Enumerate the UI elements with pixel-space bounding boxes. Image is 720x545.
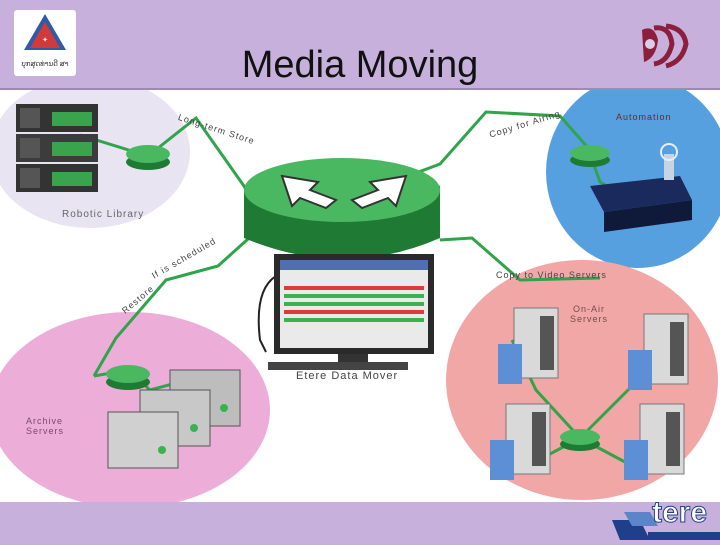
archive-servers-label: Archive Servers xyxy=(26,416,64,436)
on-air-servers-label: On-Air Servers xyxy=(570,304,608,324)
router-icon-onair xyxy=(560,429,600,451)
logo-caption: ບຸກສຸດທ່ານດີ ສາ xyxy=(21,61,69,68)
robotic-library-label: Robotic Library xyxy=(62,209,145,220)
router-icon-archive xyxy=(106,365,150,390)
footer-logo-text: tere xyxy=(651,496,708,530)
media-moving-diagram: Robotic Library Long-term Store Copy for… xyxy=(0,76,720,508)
etere-data-mover-label: Etere Data Mover xyxy=(296,370,399,382)
central-router-icon xyxy=(244,158,440,259)
brand-mark-icon xyxy=(634,20,694,70)
etere-footer-logo: tere xyxy=(610,496,720,540)
robotic-library-icon xyxy=(16,104,98,192)
title-underline xyxy=(0,88,720,90)
automation-label: Automation xyxy=(616,112,672,122)
automation-device-icon xyxy=(590,143,692,232)
organization-logo: ✦ ບຸກສຸດທ່ານດີ ສາ xyxy=(14,10,76,76)
archive-servers-label-line1: Archive xyxy=(26,416,64,426)
svg-text:✦: ✦ xyxy=(42,36,48,44)
archive-servers-label-line2: Servers xyxy=(26,426,65,436)
etere-data-mover-monitor-icon xyxy=(268,254,434,370)
slide-title: Media Moving xyxy=(241,44,479,86)
copy-to-video-servers-label: Copy to Video Servers xyxy=(496,270,607,280)
on-air-server-icons xyxy=(490,307,689,480)
router-icon-automation xyxy=(570,145,610,167)
archive-servers-zone xyxy=(0,312,270,508)
on-air-servers-label-line2: Servers xyxy=(570,314,609,324)
router-icon-robotic xyxy=(126,145,170,170)
on-air-servers-label-line1: On-Air xyxy=(573,304,606,314)
archive-server-icons xyxy=(107,369,241,469)
